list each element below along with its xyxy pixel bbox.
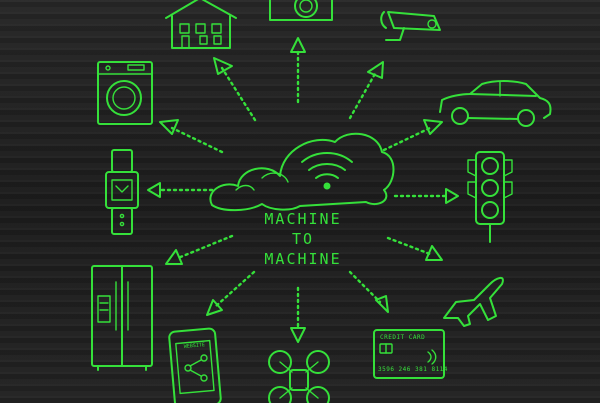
credit-card-icon (373, 329, 445, 379)
airplane-icon (443, 277, 504, 327)
smartwatch-icon (105, 149, 139, 235)
security-camera-icon (380, 11, 441, 41)
title-line-3: MACHINE (264, 250, 342, 268)
title-line-1: MACHINE (264, 210, 342, 228)
arrow-to-washing-machine (159, 119, 224, 154)
traffic-light-icon (467, 151, 513, 243)
washing-machine-icon (97, 61, 153, 125)
drone-icon (268, 350, 330, 403)
smartphone-icon (168, 327, 222, 403)
phone-screen-label: WEBSITE (184, 342, 206, 350)
refrigerator-icon (91, 265, 153, 371)
arrow-to-refrigerator (165, 234, 234, 265)
cloud-icon (209, 132, 395, 212)
arrow-to-airplane (386, 236, 443, 261)
credit-card-header: CREDIT CARD (380, 334, 426, 341)
arrow-to-smartphone (206, 270, 256, 316)
arrow-to-drone (290, 286, 306, 343)
camera-icon (269, 0, 333, 21)
arrow-to-smartwatch (147, 182, 214, 198)
house-icon (165, 0, 237, 49)
wifi-icon (301, 152, 353, 190)
arrow-to-traffic-light (393, 188, 459, 204)
arrow-to-security-camera (348, 61, 384, 120)
arrow-to-house (213, 57, 257, 122)
title-line-2: TO (291, 230, 315, 248)
car-icon (439, 80, 552, 127)
arrow-to-camera (290, 37, 306, 104)
arrow-to-credit-card (348, 270, 389, 313)
arrow-to-car (382, 119, 443, 152)
credit-card-number: 3596 246 381 8114 (378, 366, 448, 373)
